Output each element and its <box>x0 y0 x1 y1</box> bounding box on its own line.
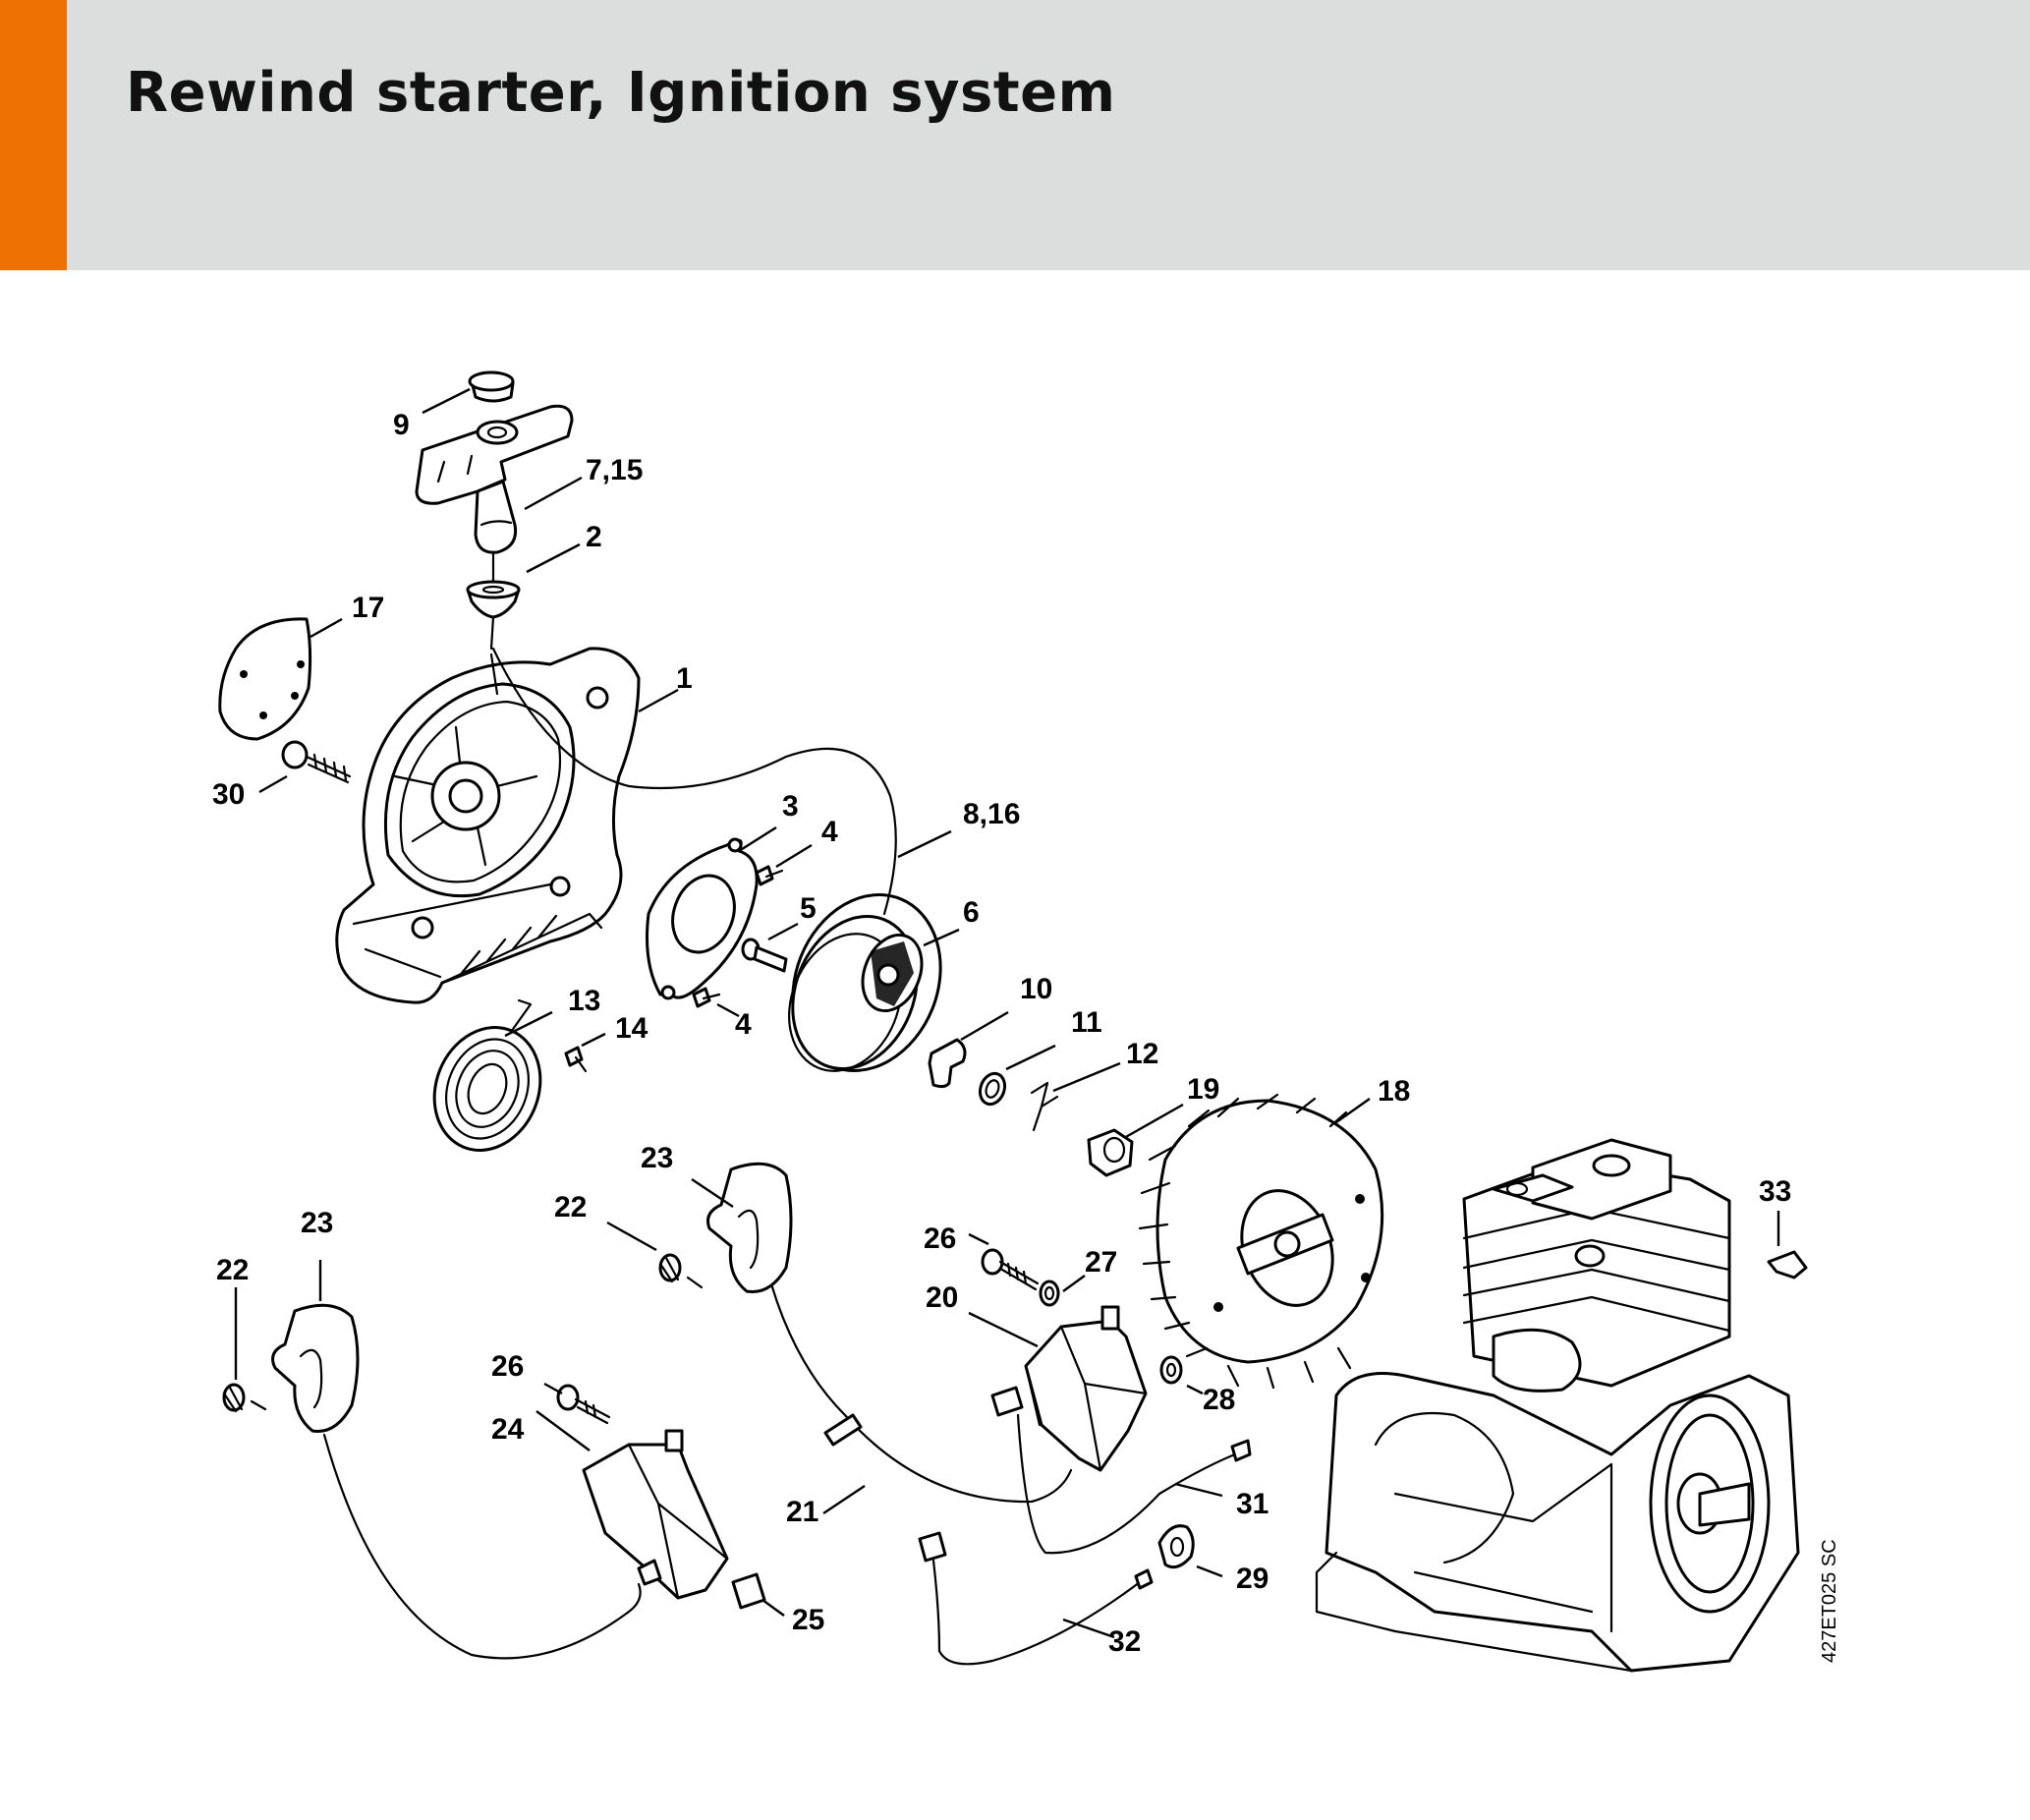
callout-22-left: 22 <box>216 1254 249 1286</box>
callout-32: 32 <box>1108 1625 1141 1658</box>
screw-26-module[interactable] <box>981 1248 1040 1291</box>
callout-labels: 9 7,15 2 17 1 30 3 4 8,16 5 6 4 13 14 10… <box>212 409 1791 1658</box>
ignition-module-24[interactable] <box>582 1429 729 1600</box>
ignition-module[interactable] <box>990 1305 1148 1472</box>
callout-29: 29 <box>1236 1563 1269 1595</box>
spark-plug-boot-left[interactable] <box>271 1303 360 1433</box>
callout-30: 30 <box>212 778 245 811</box>
callout-12: 12 <box>1126 1038 1158 1070</box>
callout-3: 3 <box>782 790 799 823</box>
callout-13: 13 <box>568 985 600 1017</box>
washer-11[interactable] <box>976 1070 1008 1108</box>
washer-28[interactable] <box>1159 1355 1183 1385</box>
leader-lines <box>234 387 1780 1639</box>
header-band <box>0 0 2030 270</box>
callout-1: 1 <box>676 662 693 695</box>
pawl[interactable] <box>928 1038 967 1089</box>
callout-31: 31 <box>1236 1488 1269 1520</box>
page-title: Rewind starter, Ignition system <box>126 61 1116 125</box>
lead-left <box>322 1433 642 1660</box>
callout-19: 19 <box>1187 1073 1219 1106</box>
callout-6: 6 <box>963 896 980 929</box>
engine-block <box>1315 1138 1800 1673</box>
callout-24: 24 <box>491 1413 525 1446</box>
callout-28: 28 <box>1203 1384 1235 1416</box>
callout-9: 9 <box>393 409 410 441</box>
callout-5: 5 <box>800 892 817 925</box>
spring-holder-plate[interactable] <box>646 837 759 1000</box>
callout-4-bottom: 4 <box>735 1008 752 1041</box>
spark-plug-boot-right[interactable] <box>706 1162 793 1293</box>
starter-grip[interactable] <box>415 404 574 554</box>
callout-2: 2 <box>586 521 602 553</box>
callout-20: 20 <box>926 1281 958 1314</box>
drawing-code: 427ET025 SC <box>1819 1539 1840 1663</box>
callout-8-16: 8,16 <box>963 798 1020 830</box>
callout-27: 27 <box>1085 1246 1117 1279</box>
screw-26-left[interactable] <box>556 1384 611 1425</box>
callout-4-top: 4 <box>821 816 838 848</box>
callout-23-right: 23 <box>641 1142 673 1174</box>
grommet[interactable] <box>1157 1524 1195 1569</box>
screw-14[interactable] <box>564 1046 588 1073</box>
short-circuit-wire[interactable] <box>1016 1413 1242 1555</box>
spring-22-left[interactable] <box>222 1383 267 1413</box>
spring-clip[interactable] <box>1030 1081 1059 1132</box>
callout-17: 17 <box>352 592 384 624</box>
insulating-slip[interactable] <box>731 1572 766 1610</box>
callout-7-15: 7,15 <box>586 454 643 486</box>
clip-33[interactable] <box>1767 1250 1808 1280</box>
lead-sleeve <box>823 1413 863 1447</box>
callout-25: 25 <box>792 1604 824 1636</box>
accent-bar <box>0 0 67 270</box>
grip-cap[interactable] <box>468 370 515 403</box>
callout-23-left: 23 <box>301 1207 333 1239</box>
ground-wire[interactable] <box>918 1531 1154 1666</box>
rope-bushing[interactable] <box>466 550 521 651</box>
starter-rope <box>491 647 897 916</box>
cover-plate[interactable] <box>218 617 312 741</box>
flywheel[interactable] <box>1138 1093 1384 1390</box>
callout-26-module: 26 <box>924 1223 956 1255</box>
screw-5[interactable] <box>741 938 788 973</box>
callout-33: 33 <box>1759 1175 1791 1208</box>
fan-housing[interactable] <box>335 647 641 1004</box>
callout-14: 14 <box>615 1012 648 1045</box>
callout-26-left: 26 <box>491 1350 524 1383</box>
screw-4-bottom[interactable] <box>692 987 721 1008</box>
callout-10: 10 <box>1020 973 1052 1005</box>
callout-11: 11 <box>1071 1006 1102 1039</box>
washer-27[interactable] <box>1039 1280 1060 1307</box>
callout-22-right: 22 <box>554 1191 587 1223</box>
callout-18: 18 <box>1378 1075 1410 1108</box>
spring-22-right[interactable] <box>658 1253 704 1289</box>
callout-21: 21 <box>786 1496 818 1528</box>
ignition-lead <box>761 1248 1073 1504</box>
flywheel-nut[interactable] <box>1087 1128 1134 1177</box>
rewind-spring[interactable] <box>417 998 558 1166</box>
rope-rotor[interactable] <box>767 873 966 1094</box>
screw-4-top[interactable] <box>755 865 784 886</box>
screw-30[interactable] <box>281 740 352 784</box>
